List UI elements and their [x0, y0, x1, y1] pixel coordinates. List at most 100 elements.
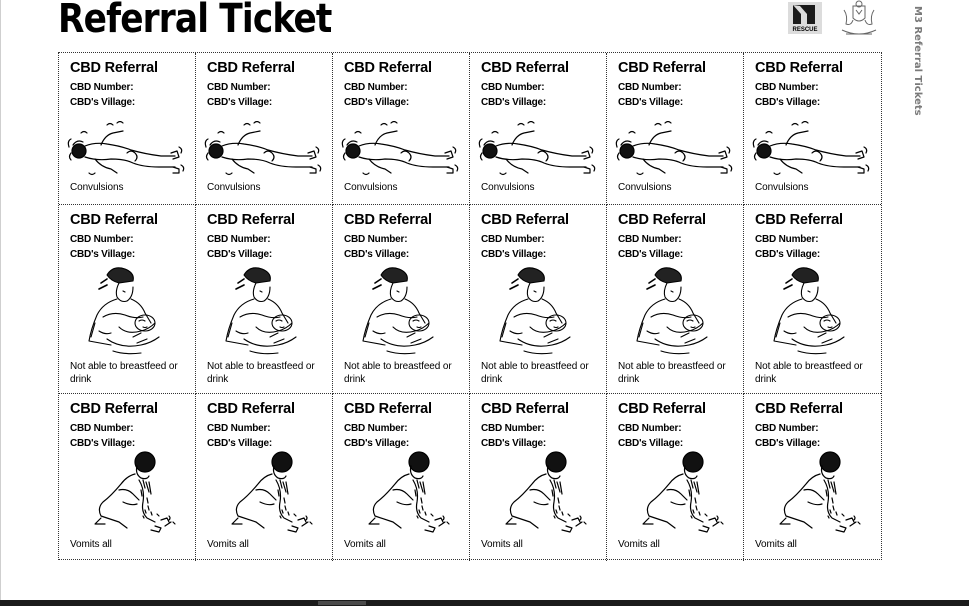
- cbd-village-label: CBD's Village:: [481, 97, 546, 108]
- irc-rescue-logo: RESCUE: [788, 2, 822, 34]
- ticket-title: CBD Referral: [207, 401, 295, 417]
- cbd-number-label: CBD Number:: [618, 82, 682, 93]
- vomiting-child-icon: [347, 450, 457, 536]
- ticket-title: CBD Referral: [344, 401, 432, 417]
- vomiting-child-icon: [484, 450, 594, 536]
- cbd-number-label: CBD Number:: [481, 234, 545, 245]
- horizontal-scrollbar[interactable]: [0, 600, 969, 606]
- condition-caption: Vomits all: [618, 539, 660, 550]
- vomiting-child-icon: [758, 450, 868, 536]
- vomiting-child-icon: [210, 450, 320, 536]
- cbd-village-label: CBD's Village:: [70, 97, 135, 108]
- cbd-village-label: CBD's Village:: [207, 438, 272, 449]
- condition-caption: Vomits all: [755, 539, 797, 550]
- ticket-title: CBD Referral: [618, 212, 706, 228]
- ticket-title: CBD Referral: [755, 212, 843, 228]
- convulsing-person-icon: [478, 120, 598, 181]
- cbd-number-label: CBD Number:: [70, 234, 134, 245]
- ticket-title: CBD Referral: [70, 212, 158, 228]
- ticket-title: CBD Referral: [207, 60, 295, 76]
- condition-caption: Convulsions: [70, 182, 124, 193]
- cbd-village-label: CBD's Village:: [755, 97, 820, 108]
- cbd-village-label: CBD's Village:: [344, 438, 409, 449]
- convulsing-person-icon: [752, 120, 872, 181]
- convulsing-person-icon: [67, 120, 187, 181]
- cbd-village-label: CBD's Village:: [344, 97, 409, 108]
- ticket-title: CBD Referral: [755, 401, 843, 417]
- condition-caption: Not able to breastfeed or drink: [481, 361, 589, 385]
- ticket-title: CBD Referral: [481, 401, 569, 417]
- condition-caption: Convulsions: [755, 182, 809, 193]
- cbd-village-label: CBD's Village:: [481, 438, 546, 449]
- convulsing-person-icon: [341, 120, 461, 181]
- side-label-text: M3 Referral Tickets: [912, 6, 923, 116]
- cbd-number-label: CBD Number:: [207, 423, 271, 434]
- ticket-title: CBD Referral: [481, 60, 569, 76]
- breastfeeding-mother-icon: [758, 265, 868, 361]
- cbd-number-label: CBD Number:: [70, 82, 134, 93]
- cbd-number-label: CBD Number:: [755, 82, 819, 93]
- cbd-number-label: CBD Number:: [344, 423, 408, 434]
- ticket-title: CBD Referral: [755, 60, 843, 76]
- irc-logo-text: RESCUE: [792, 27, 817, 33]
- cbd-number-label: CBD Number:: [344, 234, 408, 245]
- ticket-title: CBD Referral: [344, 60, 432, 76]
- cbd-village-label: CBD's Village:: [618, 249, 683, 260]
- convulsing-person-icon: [204, 120, 324, 181]
- cbd-village-label: CBD's Village:: [70, 438, 135, 449]
- cbd-village-label: CBD's Village:: [481, 249, 546, 260]
- condition-caption: Convulsions: [481, 182, 535, 193]
- breastfeeding-mother-icon: [621, 265, 731, 361]
- cbd-number-label: CBD Number:: [481, 82, 545, 93]
- ticket-title: CBD Referral: [618, 60, 706, 76]
- ticket-title: CBD Referral: [481, 212, 569, 228]
- ticket-title: CBD Referral: [207, 212, 295, 228]
- cbd-village-label: CBD's Village:: [755, 249, 820, 260]
- side-label: M3 Referral Tickets: [906, 6, 928, 126]
- condition-caption: Convulsions: [618, 182, 672, 193]
- government-crest-logo: [836, 0, 882, 38]
- cbd-village-label: CBD's Village:: [618, 97, 683, 108]
- condition-caption: Not able to breastfeed or drink: [344, 361, 452, 385]
- condition-caption: Vomits all: [207, 539, 249, 550]
- cbd-number-label: CBD Number:: [481, 423, 545, 434]
- vomiting-child-icon: [621, 450, 731, 536]
- ticket-title: CBD Referral: [70, 401, 158, 417]
- condition-caption: Vomits all: [481, 539, 523, 550]
- breastfeeding-mother-icon: [73, 265, 183, 361]
- cbd-village-label: CBD's Village:: [344, 249, 409, 260]
- breastfeeding-mother-icon: [484, 265, 594, 361]
- cbd-number-label: CBD Number:: [344, 82, 408, 93]
- cbd-village-label: CBD's Village:: [755, 438, 820, 449]
- condition-caption: Not able to breastfeed or drink: [207, 361, 315, 385]
- cbd-village-label: CBD's Village:: [207, 249, 272, 260]
- cbd-number-label: CBD Number:: [755, 234, 819, 245]
- convulsing-person-icon: [615, 120, 735, 181]
- scrollbar-thumb[interactable]: [318, 601, 366, 605]
- breastfeeding-mother-icon: [347, 265, 457, 361]
- ticket-title: CBD Referral: [70, 60, 158, 76]
- condition-caption: Vomits all: [70, 539, 112, 550]
- page-title: Referral Ticket: [58, 0, 332, 42]
- cbd-number-label: CBD Number:: [207, 234, 271, 245]
- cbd-number-label: CBD Number:: [207, 82, 271, 93]
- condition-caption: Convulsions: [344, 182, 398, 193]
